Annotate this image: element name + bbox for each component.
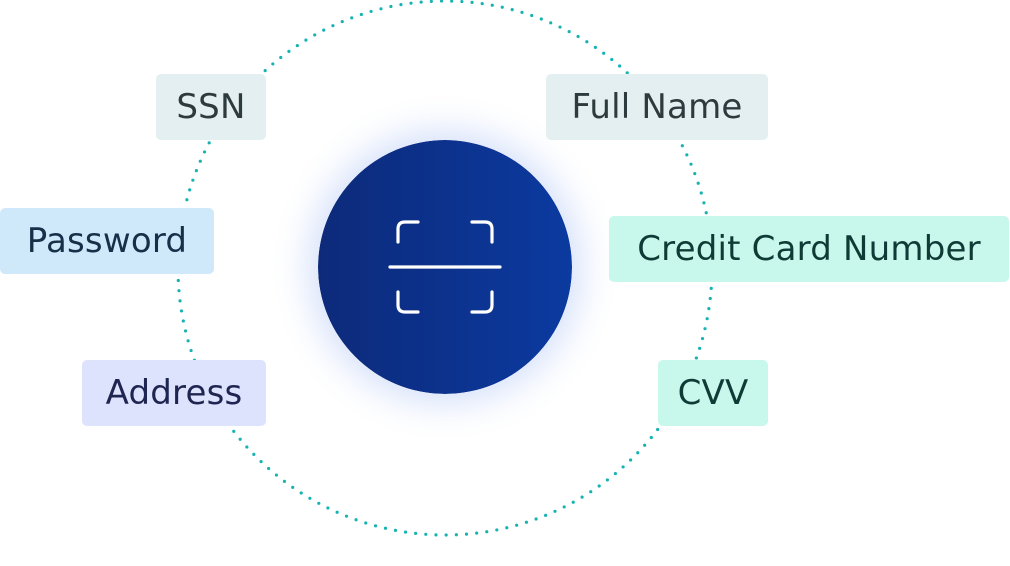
tag-ssn: SSN [156, 74, 266, 140]
tag-full-name: Full Name [546, 74, 768, 140]
tag-label: Credit Card Number [637, 229, 981, 269]
tag-label: Password [26, 221, 188, 261]
tag-label: CVV [677, 373, 749, 413]
tag-label: Full Name [571, 87, 743, 127]
tag-label: Address [105, 373, 243, 413]
tag-password: Password [0, 208, 214, 274]
tag-address: Address [82, 360, 266, 426]
tag-credit-card-number: Credit Card Number [609, 216, 1009, 282]
tag-cvv: CVV [658, 360, 768, 426]
scan-icon [318, 140, 572, 394]
center-scan-circle [318, 140, 572, 394]
tag-label: SSN [176, 87, 246, 127]
